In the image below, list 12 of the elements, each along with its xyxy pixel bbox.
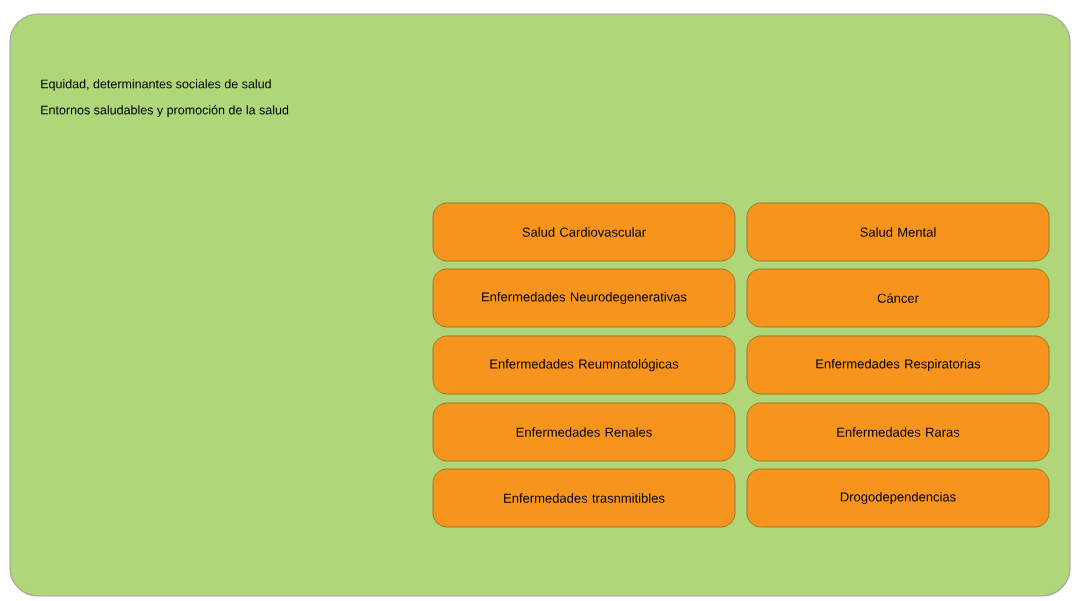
topic-box: Enfermedades Renales xyxy=(432,402,736,462)
topic-box: Cáncer xyxy=(746,268,1050,328)
topic-box: Salud Cardiovascular xyxy=(432,202,736,262)
topic-box: Enfermedades trasnmitibles xyxy=(432,468,736,528)
topic-box: Enfermedades Reumnatológicas xyxy=(432,335,736,395)
heading-text: Entornos saludables y promoción de la salud xyxy=(41,105,289,117)
topic-box: Enfermedades Neurodegenerativas xyxy=(432,268,736,328)
topic-box: Salud Mental xyxy=(746,202,1050,262)
heading-text: Equidad, determinantes sociales de salud xyxy=(41,79,271,91)
topic-box: Drogodependencias xyxy=(746,468,1050,528)
topic-box: Enfermedades Respiratorias xyxy=(746,335,1050,395)
topic-box: Enfermedades Raras xyxy=(746,402,1050,462)
